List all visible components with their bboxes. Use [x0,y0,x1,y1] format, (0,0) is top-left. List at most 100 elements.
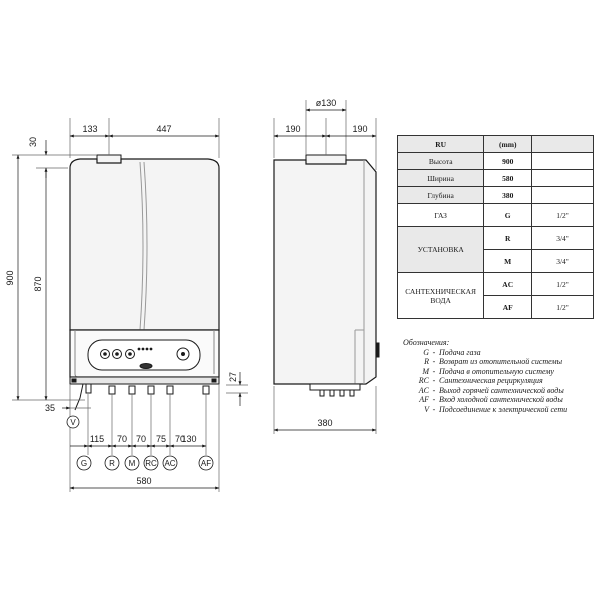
legend-text: Возврат из отопительной системы [439,357,563,366]
connection-m-circle [124,455,140,471]
row-label: Глубина [396,186,485,204]
gas-value: 1/2" [531,203,594,227]
legend-item: M-Подача в отопительную систему [403,367,598,377]
legend-title: Обозначения: [403,338,450,347]
connection-g-label: G [81,459,87,468]
installation-code-r: R [483,226,533,250]
connection-af-label: AF [201,459,211,468]
dim-bottom-130: 130 [181,434,196,444]
legend-item: G-Подача газа [403,348,598,358]
legend-dash: - [432,366,436,376]
legend-item: RC-Сантехническая рециркуляция [403,376,598,386]
legend-text: Сантехническая рециркуляция [439,376,543,385]
spec-table: RU (mm) Высота 900 Ширина 580 Глубина 38… [396,135,594,319]
gas-code: G [483,203,533,227]
dim-flue-diameter: ø130 [316,98,337,108]
legend-dash: - [432,347,436,357]
legend-text: Вход холодной сантехнической воды [439,395,563,404]
legend-dash: - [432,395,436,404]
sanitary-code-ac: AC [483,272,533,296]
connection-g-circle [76,455,92,471]
connection-m-label: M [129,459,136,468]
table-row: ГАЗ G 1/2" [396,203,594,227]
row-value [531,186,594,204]
connection-ac-circle [162,455,178,471]
row-code: 580 [483,169,533,187]
connection-af-circle [198,455,214,471]
connection-r-circle [104,455,120,471]
table-row: УСТАНОВКА R 3/4" [396,226,594,273]
side-body [273,159,377,385]
dim-bottom-115: 115 [90,434,104,444]
gas-label: ГАЗ [396,203,485,227]
boiler-body [69,158,220,331]
side-view [273,100,380,434]
spec-table-header: RU (mm) [396,135,594,153]
sanitary-value-ac: 1/2" [531,272,594,296]
legend-text: Подсоединение к электрической сети [439,404,568,414]
legend-code: R [424,357,429,366]
dim-left-35: 35 [45,403,55,413]
connection-rc-label: RC [145,459,157,468]
dim-bottom-70a: 70 [117,434,127,444]
dim-side-190-right: 190 [352,124,367,134]
dim-total-580: 580 [136,476,151,486]
installation-value-m: 3/4" [531,249,594,273]
table-row: Глубина 380 [396,186,594,204]
dim-side-depth: 380 [317,418,332,428]
sanitary-value-af: 1/2" [531,295,594,319]
row-value [531,169,594,187]
legend-item: AC-Выход горячей сантехнической воды [403,386,598,396]
legend-code: M [422,366,429,376]
installation-value-r: 3/4" [531,226,594,250]
legend-text: Подача в отопительную систему [439,366,554,376]
row-value [531,152,594,170]
sanitary-label: САНТЕХНИЧЕСКАЯ ВОДА [396,272,485,319]
legend-code: V [424,404,429,414]
dim-top-133: 133 [82,124,97,134]
bottom-strip [69,376,220,385]
connection-r-label: R [109,459,115,468]
legend-dash: - [432,376,436,385]
connection-ac-label: AC [164,459,175,468]
legend-dash: - [432,357,436,366]
legend-code: RC [418,376,429,385]
legend-code: G [423,347,429,357]
dim-top-447: 447 [156,124,171,134]
installation-label: УСТАНОВКА [396,226,485,273]
dim-left-30: 30 [28,137,38,147]
table-row: Ширина 580 [396,169,594,187]
brand-badge [139,363,153,369]
row-code: 380 [483,186,533,204]
connection-v-label: V [70,418,76,427]
legend-item: AF-Вход холодной сантехнической воды [403,395,598,405]
installation-code-m: M [483,249,533,273]
legend-dash: - [432,385,436,395]
dim-bottom-75: 75 [156,434,166,444]
table-row: Высота 900 [396,152,594,170]
front-view [12,118,248,492]
dim-bottom-70c: 70 [175,434,185,444]
legend-code: AC [418,385,429,395]
header-label: RU [396,135,485,153]
connection-rc-circle [143,455,159,471]
legend-dash: - [432,404,436,414]
row-label: Высота [396,152,485,170]
legend-item: V-Подсоединение к электрической сети [403,405,598,415]
table-row: AF 1/2" [398,295,594,319]
dim-left-900: 900 [5,270,15,285]
legend-code: AF [419,395,429,404]
table-row: M 3/4" [398,249,594,273]
connection-v-circle [66,415,80,429]
legend-text: Подача газа [439,347,481,357]
control-display [87,339,201,371]
dim-right-27: 27 [228,372,238,382]
table-row: САНТЕХНИЧЕСКАЯ ВОДА AC 1/2" [396,272,594,319]
row-label: Ширина [396,169,485,187]
dim-left-870: 870 [33,276,43,291]
legend-item: R-Возврат из отопительной системы [403,357,598,367]
sanitary-label-line2: ВОДА [430,295,451,305]
header-value [531,135,594,153]
header-code: (mm) [483,135,533,153]
